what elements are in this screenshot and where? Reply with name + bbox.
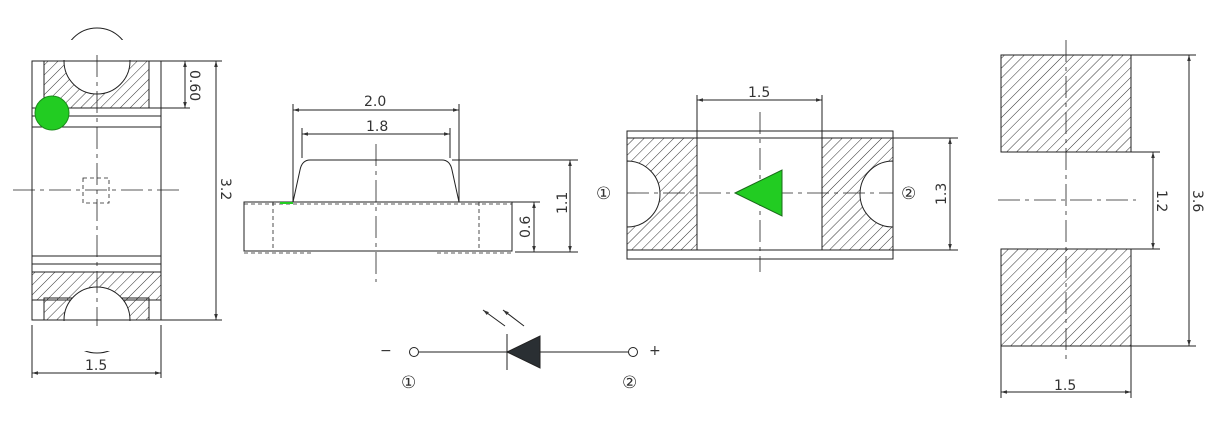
light-arrow-icon bbox=[502, 309, 525, 327]
dim-lens-inner: 1.8 bbox=[366, 119, 388, 135]
symbol-pin2: ② bbox=[622, 373, 637, 393]
light-arrow-icon bbox=[482, 309, 506, 327]
dim-width: 1.5 bbox=[85, 358, 107, 374]
symbol-minus: − bbox=[380, 343, 392, 359]
pin1-label: ① bbox=[596, 184, 611, 204]
top-view: 0.60 3.2 1.5 bbox=[13, 27, 233, 378]
symbol-plus: + bbox=[649, 343, 661, 359]
dim-width: 1.5 bbox=[1054, 378, 1076, 394]
dim-height: 1.3 bbox=[934, 183, 950, 205]
diode-symbol: − + ① ② bbox=[380, 309, 661, 393]
bottom-view: 1.5 1.3 ① ② bbox=[596, 85, 958, 272]
dim-total: 3.6 bbox=[1189, 190, 1205, 212]
dim-gap: 1.2 bbox=[1153, 190, 1169, 212]
side-view: 2.0 1.8 0.6 1.1 bbox=[243, 94, 578, 282]
dim-length: 3.2 bbox=[217, 178, 233, 200]
led-polarity-triangle bbox=[733, 169, 783, 217]
dim-pad: 0.60 bbox=[186, 70, 202, 101]
dim-height: 1.1 bbox=[555, 192, 571, 214]
led-indicator-dot bbox=[34, 95, 70, 131]
dim-lens-outer: 2.0 bbox=[364, 94, 386, 110]
dim-gap: 1.5 bbox=[748, 85, 770, 101]
dim-base: 0.6 bbox=[518, 216, 534, 238]
symbol-pin1: ① bbox=[401, 373, 416, 393]
pad-layout: 1.2 3.6 1.5 bbox=[998, 40, 1205, 398]
pin2-label: ② bbox=[901, 184, 916, 204]
